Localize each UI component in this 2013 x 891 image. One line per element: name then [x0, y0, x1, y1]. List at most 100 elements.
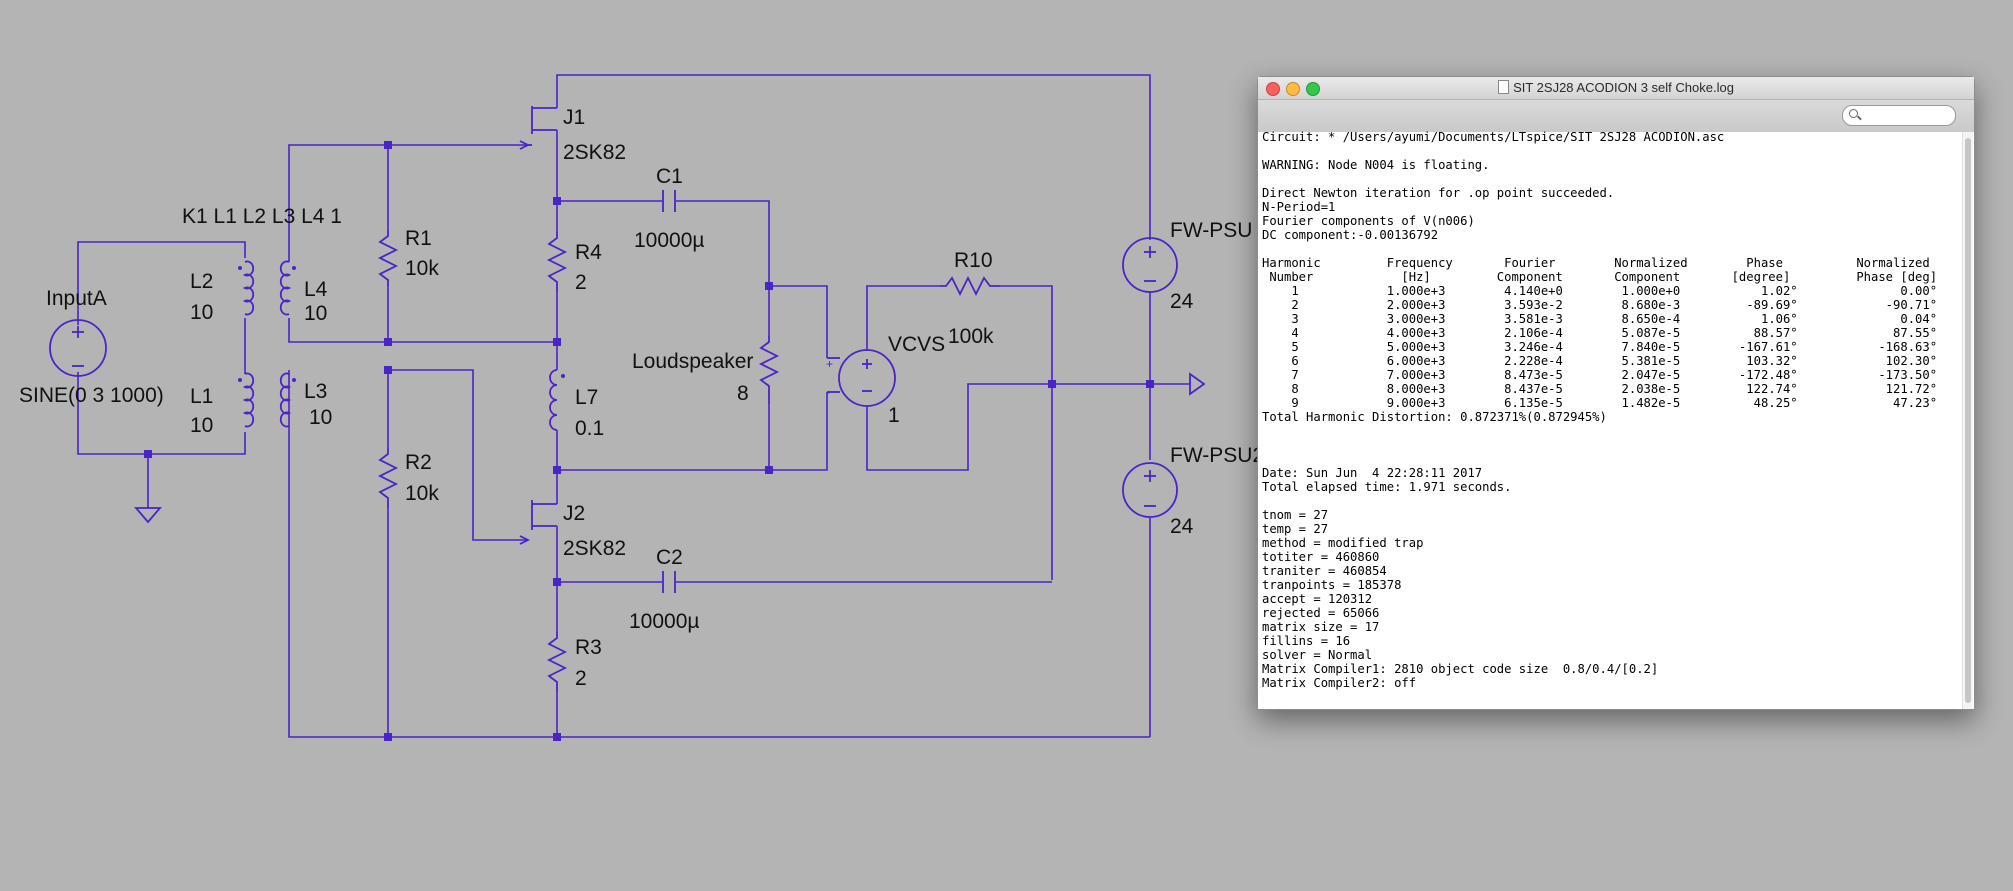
loudspeaker[interactable] — [758, 336, 780, 404]
inductor-l1[interactable] — [238, 372, 255, 428]
log-line: Number [Hz] Component Component [degree]… — [1262, 270, 1938, 284]
psu1-label: FW-PSU — [1170, 219, 1252, 242]
log-line — [1262, 438, 1960, 452]
log-line: N-Period=1 — [1262, 200, 1336, 214]
vcvs-label: VCVS — [888, 333, 945, 356]
c2-value: 10000µ — [629, 610, 700, 633]
log-line: solver = Normal — [1262, 648, 1373, 662]
l3-value: 10 — [309, 406, 332, 429]
zoom-button[interactable] — [1306, 82, 1320, 96]
inductor-l2[interactable] — [238, 260, 255, 316]
junction-nodes — [144, 141, 1154, 741]
minimize-button[interactable] — [1286, 82, 1300, 96]
r4-label: R4 — [575, 241, 602, 264]
log-line: Matrix Compiler2: off — [1262, 676, 1417, 690]
log-line — [1262, 494, 1960, 508]
log-line: Total elapsed time: 1.971 seconds. — [1262, 480, 1512, 494]
log-line: WARNING: Node N004 is floating. — [1262, 158, 1490, 172]
r10-label: R10 — [954, 249, 993, 272]
r4-value: 2 — [575, 271, 587, 294]
output-flag-icon — [1189, 372, 1206, 396]
jfet-j2[interactable] — [519, 500, 557, 545]
psu1-value: 24 — [1170, 290, 1194, 313]
j1-label: J1 — [563, 106, 585, 129]
j1-model: 2SK82 — [563, 141, 626, 164]
capacitor-c2[interactable] — [662, 571, 676, 593]
svg-text:+: + — [826, 357, 833, 371]
l2-value: 10 — [190, 301, 213, 324]
close-button[interactable] — [1266, 82, 1280, 96]
r1-value: 10k — [405, 257, 439, 280]
log-window-titlebar[interactable]: SIT 2SJ28 ACODION 3 self Choke.log — [1258, 77, 1974, 100]
vertical-scrollbar[interactable] — [1962, 132, 1973, 709]
log-line: Fourier components of V(n006) — [1262, 214, 1475, 228]
l3-label: L3 — [304, 380, 327, 403]
schematic-canvas[interactable]: + - J1 2SK82 J2 2SK82 C1 10000µ C2 10000… — [0, 0, 1264, 891]
log-line — [1262, 242, 1960, 256]
log-line: tnom = 27 — [1262, 508, 1329, 522]
log-line: 5 5.000e+3 3.246e-4 7.840e-5 -167.61° -1… — [1262, 340, 1938, 354]
j2-model: 2SK82 — [563, 537, 626, 560]
resistor-r4[interactable] — [546, 232, 568, 292]
log-line — [1262, 424, 1960, 438]
log-line: 3 3.000e+3 3.581e-3 8.650e-4 1.06° 0.04° — [1262, 312, 1938, 326]
log-line — [1262, 452, 1960, 466]
l1-label: L1 — [190, 385, 213, 408]
resistor-r2[interactable] — [377, 448, 399, 508]
l4-value: 10 — [304, 302, 327, 325]
log-line: DC component:-0.00136792 — [1262, 228, 1439, 242]
voltage-source-fw-psu2[interactable] — [1122, 462, 1178, 518]
resistor-r1[interactable] — [377, 230, 399, 286]
svg-text:-: - — [826, 385, 830, 399]
scrollbar-thumb[interactable] — [1965, 138, 1971, 703]
search-field[interactable] — [1842, 105, 1956, 126]
log-line: 7 7.000e+3 8.473e-5 2.047e-5 -172.48° -1… — [1262, 368, 1938, 382]
log-line: matrix size = 17 — [1262, 620, 1380, 634]
input-value: SINE(0 3 1000) — [19, 384, 164, 407]
inductor-l4[interactable] — [279, 260, 296, 316]
log-line: Circuit: * /Users/ayumi/Documents/LTspic… — [1262, 130, 1725, 144]
document-icon — [1498, 80, 1510, 94]
log-line: Harmonic Frequency Fourier Normalized Ph… — [1262, 256, 1930, 270]
r2-value: 10k — [405, 482, 439, 505]
r2-label: R2 — [405, 451, 432, 474]
r1-label: R1 — [405, 227, 432, 250]
log-line: temp = 27 — [1262, 522, 1329, 536]
inductor-l7[interactable] — [549, 369, 565, 431]
l7-label: L7 — [575, 386, 598, 409]
log-window[interactable]: SIT 2SJ28 ACODION 3 self Choke.log Circu… — [1257, 76, 1975, 710]
resistor-r3[interactable] — [546, 632, 568, 692]
capacitor-c1[interactable] — [662, 190, 676, 212]
jfet-j1[interactable] — [519, 106, 557, 150]
log-line — [1262, 144, 1960, 158]
coupling-directive: K1 L1 L2 L3 L4 1 — [182, 205, 342, 228]
l1-value: 10 — [190, 414, 213, 437]
log-line: 8 8.000e+3 8.437e-5 2.038e-5 122.74° 121… — [1262, 382, 1938, 396]
log-line: accept = 120312 — [1262, 592, 1373, 606]
log-line: 4 4.000e+3 2.106e-4 5.087e-5 88.57° 87.5… — [1262, 326, 1938, 340]
log-window-title: SIT 2SJ28 ACODION 3 self Choke.log — [1513, 80, 1734, 95]
log-line: 2 2.000e+3 3.593e-2 8.680e-3 -89.69° -90… — [1262, 298, 1938, 312]
log-line — [1262, 172, 1960, 186]
log-line: 1 1.000e+3 4.140e+0 1.000e+0 1.02° 0.00° — [1262, 284, 1938, 298]
log-content[interactable]: Circuit: * /Users/ayumi/Documents/LTspic… — [1258, 130, 1974, 709]
voltage-source-inputa[interactable] — [49, 319, 107, 377]
wires — [77, 74, 1190, 738]
loudspeaker-label: Loudspeaker — [632, 350, 753, 373]
log-line: Direct Newton iteration for .op point su… — [1262, 186, 1615, 200]
log-line: 9 9.000e+3 6.135e-5 1.482e-5 48.25° 47.2… — [1262, 396, 1938, 410]
resistor-r10[interactable] — [940, 275, 1000, 297]
log-line: 6 6.000e+3 2.228e-4 5.381e-5 103.32° 102… — [1262, 354, 1938, 368]
log-line: Total Harmonic Distortion: 0.872371%(0.8… — [1262, 410, 1607, 424]
search-icon — [1849, 109, 1858, 118]
log-line: rejected = 65066 — [1262, 606, 1380, 620]
inductor-l3[interactable] — [279, 372, 296, 428]
loudspeaker-value: 8 — [737, 382, 749, 405]
vcvs-source[interactable]: + - — [826, 349, 896, 407]
log-line: method = modified trap — [1262, 536, 1424, 550]
l4-label: L4 — [304, 278, 328, 301]
r3-label: R3 — [575, 636, 602, 659]
input-label: InputA — [46, 287, 107, 310]
voltage-source-fw-psu[interactable] — [1122, 237, 1178, 293]
l2-label: L2 — [190, 270, 213, 293]
